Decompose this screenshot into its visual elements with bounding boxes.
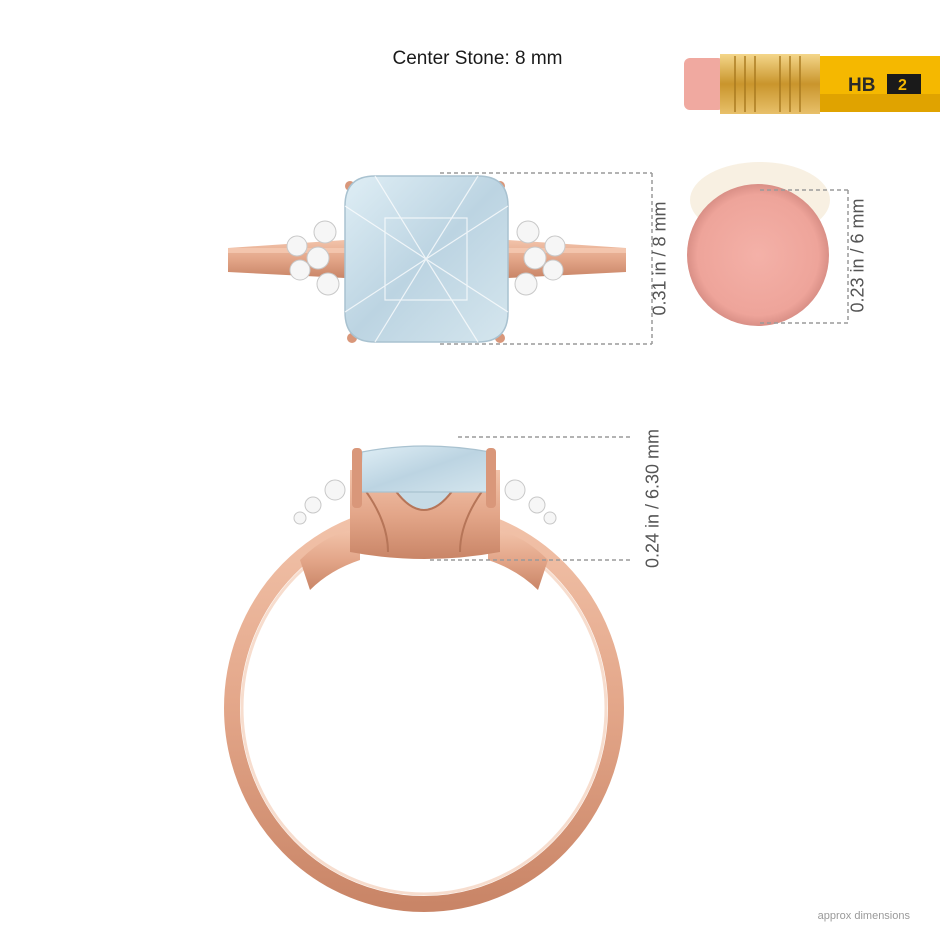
dimension-side (430, 436, 632, 561)
dimension-top (440, 172, 653, 345)
pencil-ferrule (720, 54, 820, 114)
approx-dimensions-note: approx dimensions (817, 910, 910, 922)
ring-side-view (224, 445, 624, 912)
eraser-diameter-label: 0.23 in / 6 mm (847, 198, 868, 313)
side-stones-right (514, 220, 566, 296)
ring-top-view (228, 175, 626, 343)
pencil-eraser (684, 58, 724, 110)
pencil-number: 2 (898, 77, 907, 94)
side-view-height-label: 0.24 in / 6.30 mm (642, 428, 663, 569)
page-title: Center Stone: 8 mm (392, 48, 563, 69)
eraser-face (687, 162, 830, 326)
dimension-eraser (760, 189, 849, 324)
side-stones-left (286, 220, 340, 296)
center-stone-side (359, 445, 493, 493)
pencil-grade: HB (848, 75, 875, 96)
pencil: HB 2 (684, 54, 940, 114)
top-view-width-label: 0.31 in / 8 mm (649, 201, 670, 316)
